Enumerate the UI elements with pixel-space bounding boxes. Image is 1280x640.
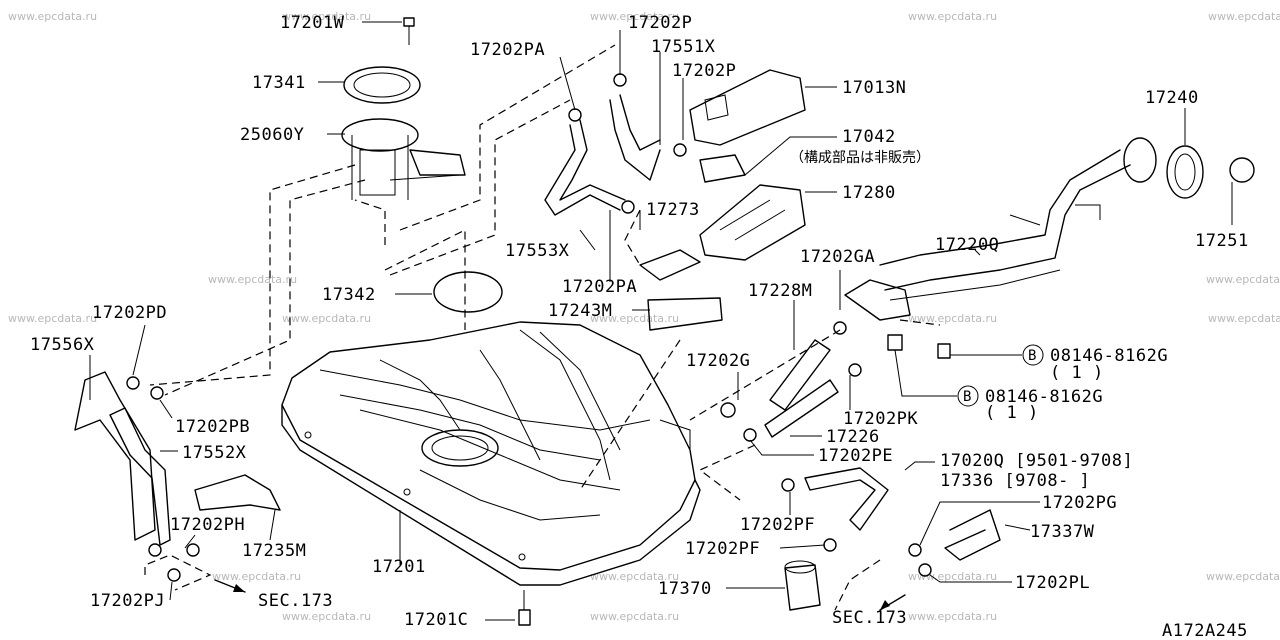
label-17556x: 17556X: [30, 335, 95, 355]
label-17553x: 17553X: [505, 241, 570, 261]
label-17243m: 17243M: [548, 301, 612, 321]
watermark: www.epcdata.ru: [590, 570, 679, 583]
label-17202pg: 17202PG: [1042, 493, 1117, 513]
filler-neck-drawing: [844, 137, 1255, 321]
watermark: www.epcdata.ru: [908, 312, 997, 325]
bolt-marker-b: B: [1028, 348, 1036, 364]
watermark: www.epcdata.ru: [1206, 570, 1280, 583]
label-sec173-right: SEC.173: [832, 608, 907, 628]
watermark: www.epcdata.ru: [908, 610, 997, 623]
label-sec173-left: SEC.173: [258, 591, 333, 611]
watermark: www.epcdata.ru: [8, 312, 97, 325]
label-17240: 17240: [1145, 88, 1199, 108]
label-17251: 17251: [1195, 231, 1249, 251]
label-17042: 17042: [842, 127, 896, 147]
label-17202pj: 17202PJ: [90, 591, 165, 611]
label-17552x: 17552X: [182, 443, 247, 463]
label-17226: 17226: [826, 427, 880, 447]
sec-arrows: [214, 579, 906, 611]
label-bolt-08146-2: 08146-8162G: [985, 387, 1103, 407]
watermark: www.epcdata.ru: [908, 570, 997, 583]
fuel-filter-drawing: [784, 560, 821, 611]
watermark: www.epcdata.ru: [282, 312, 371, 325]
label-17228m: 17228M: [748, 281, 812, 301]
label-17202p-mid: 17202P: [672, 61, 736, 81]
part-labels: 17201W 17341 25060Y 17202P 17202PA 17551…: [30, 13, 1249, 640]
label-17280: 17280: [842, 183, 896, 203]
label-17202g: 17202G: [686, 351, 750, 371]
watermark: www.epcdata.ru: [212, 570, 301, 583]
label-17337w: 17337W: [1030, 522, 1095, 542]
label-bolt-qty-2: ( 1 ): [985, 403, 1039, 423]
bolt-marker-b: B: [963, 389, 971, 405]
label-17202pb: 17202PB: [175, 417, 250, 437]
watermark: www.epcdata.ru: [208, 273, 297, 286]
label-17336: 17336 [9708- ]: [940, 471, 1090, 491]
watermark: www.epcdata.ru: [590, 312, 679, 325]
label-bolt-qty-1: ( 1 ): [1050, 363, 1104, 383]
label-17202pk: 17202PK: [843, 409, 918, 429]
label-17020q: 17020Q [9501-9708]: [940, 451, 1133, 471]
label-17202p-top: 17202P: [628, 13, 692, 33]
watermark: www.epcdata.ru: [1208, 10, 1280, 23]
label-17202ph: 17202PH: [170, 515, 245, 535]
label-17202ga: 17202GA: [800, 247, 875, 267]
label-17202pe: 17202PE: [818, 446, 893, 466]
label-17042-note: （構成部品は非販売）: [790, 150, 930, 166]
label-17202pf-b: 17202PF: [685, 539, 760, 559]
bolt-markers: B B: [957, 344, 1044, 407]
label-17202pa-top: 17202PA: [470, 40, 545, 60]
label-17551x: 17551X: [651, 37, 716, 57]
watermark: www.epcdata.ru: [1206, 273, 1280, 286]
watermark: www.epcdata.ru: [590, 610, 679, 623]
evap-parts-drawing: [433, 69, 806, 331]
label-17341: 17341: [252, 73, 306, 93]
watermarks: www.epcdata.ru www.epcdata.ru www.epcdat…: [8, 10, 1280, 623]
label-17202pa-low: 17202PA: [562, 277, 637, 297]
watermark: www.epcdata.ru: [1208, 312, 1280, 325]
watermark: www.epcdata.ru: [8, 10, 97, 23]
label-17220q: 17220Q: [935, 235, 999, 255]
label-17235m: 17235M: [242, 541, 306, 561]
label-17342: 17342: [322, 285, 376, 305]
label-17202pf-a: 17202PF: [740, 515, 815, 535]
diagram-code: A172A245: [1162, 621, 1248, 640]
routing-lines: [144, 44, 941, 611]
label-17013n: 17013N: [842, 78, 906, 98]
label-17202pl: 17202PL: [1015, 573, 1090, 593]
label-25060y: 25060Y: [240, 125, 304, 145]
leader-lines: [89, 21, 1233, 621]
label-17370: 17370: [658, 579, 712, 599]
watermark: www.epcdata.ru: [282, 10, 371, 23]
fuel-tank-drawing: [281, 321, 701, 586]
hoses-drawing: [74, 94, 1001, 561]
fuel-pump-drawing: [341, 17, 466, 200]
label-17202pd: 17202PD: [92, 303, 167, 323]
label-17273: 17273: [646, 200, 700, 220]
bolts-drawing: [518, 334, 951, 626]
label-17201c: 17201C: [404, 610, 468, 630]
watermark: www.epcdata.ru: [282, 610, 371, 623]
label-17201: 17201: [372, 557, 426, 577]
label-bolt-08146-1: 08146-8162G: [1050, 346, 1168, 366]
label-17201w: 17201W: [280, 13, 345, 33]
watermark: www.epcdata.ru: [590, 10, 679, 23]
watermark: www.epcdata.ru: [908, 10, 997, 23]
